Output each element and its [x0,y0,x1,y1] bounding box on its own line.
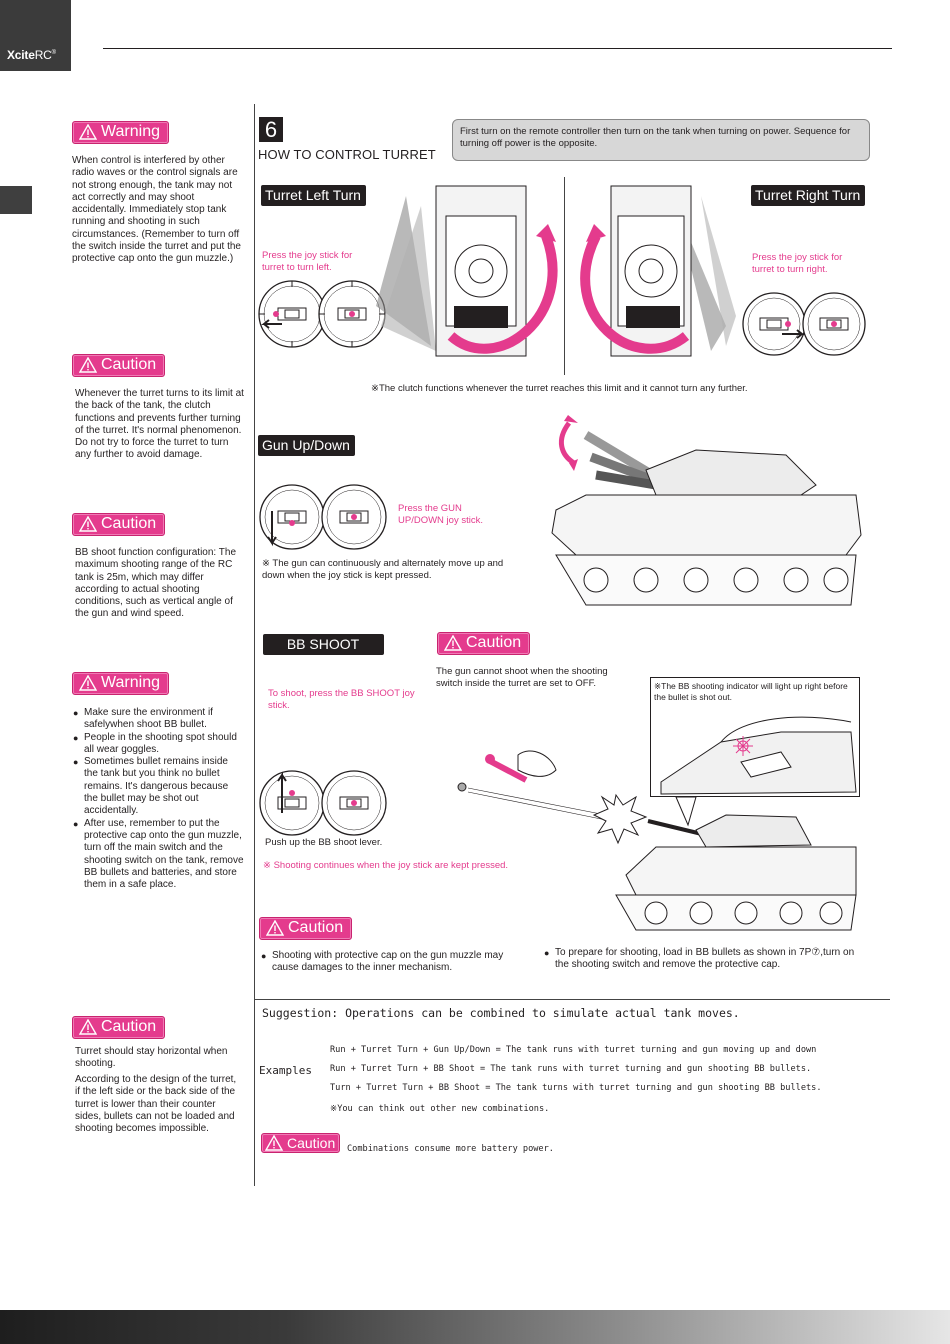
clutch-note: ※The clutch functions whenever the turre… [371,383,748,394]
caution-icon [79,516,97,532]
examples-label: Examples [259,1064,312,1077]
caution-icon [79,1019,97,1035]
hand-loading-drawing [485,750,557,783]
turret-left-instruction: Press the joy stick for turret to turn l… [262,250,353,273]
callout-pointer [675,796,697,827]
bb-bullet-trail [457,782,607,821]
list-item: Shooting with protective cap on the gun … [261,950,517,975]
combinations-note: ※You can think out other new combination… [330,1104,550,1114]
loading-caution-list: To prepare for shooting, load in BB bull… [544,947,865,972]
caution-icon [266,920,284,936]
joystick-left-icon [259,484,325,550]
gun-updown-label: Gun Up/Down [258,435,355,456]
caution-text: According to the design of the turret, i… [75,1074,237,1135]
side-tab-marker [0,186,32,214]
turret-closeup-drawing [660,716,857,795]
muzzle-flash-icon [592,793,648,845]
joystick-left-icon [258,280,326,348]
warning-badge: Warning [72,121,169,144]
turret-left-label: Turret Left Turn [261,185,366,206]
example-item: Turn + Turret Turn + BB Shoot = The tank… [330,1083,822,1093]
caution-text: Whenever the turret turns to its limit a… [75,388,244,461]
shooting-continues-text: ※ Shooting continues when the joy stick … [263,860,509,871]
turret-illustration [258,185,866,357]
caution-badge: Caution [72,513,166,536]
turret-left-turn-drawing [376,185,558,357]
joystick-left-icon [742,292,806,356]
list-item: After use, remember to put the protectiv… [73,818,244,892]
joystick-right-icon [318,280,386,348]
joystick-right-icon [321,770,387,836]
turret-right-instruction: Press the joy stick for turret to turn r… [752,252,843,275]
turret-right-label: Turret Right Turn [751,185,866,206]
gun-updown-instruction: Press the GUN UP/DOWN joy stick. [398,503,483,526]
caution-icon [265,1135,283,1151]
bb-shoot-instruction: To shoot, press the BB SHOOT joy stick. [268,688,415,711]
tank-side-drawing [551,415,862,606]
gun-illustration [259,415,862,606]
list-item: Make sure the environment if safelywhen … [73,707,244,732]
power-sequence-note: First turn on the remote controller then… [452,119,870,161]
brand-logo-box [0,0,71,71]
example-item: Run + Turret Turn + BB Shoot = The tank … [330,1064,812,1074]
list-item: To prepare for shooting, load in BB bull… [544,947,865,972]
list-item: Sometimes bullet remains inside the tank… [73,756,244,817]
caution-badge: Caution [437,632,531,655]
caution-icon [79,357,97,373]
indicator-inset: ※The BB shooting indicator will light up… [650,677,860,797]
joystick-right-icon [802,292,866,356]
cap-caution-list: Shooting with protective cap on the gun … [261,950,517,975]
gun-updown-note: ※ The gun can continuously and alternate… [262,558,504,581]
warning-icon [79,675,97,691]
shooting-switch-caution: The gun cannot shoot when the shooting s… [436,666,608,689]
joystick-right-icon [321,484,387,550]
header-rule [103,48,892,49]
joystick-left-icon [259,770,325,836]
caution-badge: Caution [261,1133,341,1153]
section-title: HOW TO CONTROL TURRET [258,147,436,162]
step-number: 6 [259,117,283,142]
warning-badge: Warning [72,672,169,695]
warning-text: When control is interfered by other radi… [72,155,241,265]
suggestion-title: Suggestion: Operations can be combined t… [262,1006,740,1020]
caution-text: Turret should stay horizontal when shoot… [75,1046,228,1070]
turret-divider [564,177,565,375]
tank-firing-drawing [615,814,857,931]
warning-list: Make sure the environment if safelywhen … [73,707,244,892]
suggestion-rule [255,999,890,1000]
caution-icon [444,635,462,651]
indicator-light-icon [733,736,753,756]
push-lever-text: Push up the BB shoot lever. [265,837,383,848]
caution-badge: Caution [72,1016,166,1039]
bb-shoot-illustration [259,750,857,931]
example-item: Run + Turret Turn + Gun Up/Down = The ta… [330,1045,817,1055]
footer-bar [0,1310,950,1344]
column-divider [254,104,255,1186]
warning-icon [79,124,97,140]
list-item: People in the shooting spot should all w… [73,732,244,757]
indicator-note: ※The BB shooting indicator will light up… [654,681,848,702]
battery-caution-text: Combinations consume more battery power. [347,1144,554,1154]
caution-badge: Caution [259,917,353,940]
caution-text: BB shoot function configuration: The max… [75,547,237,620]
brand-logo: XciteRC® [7,48,56,62]
turret-right-turn-drawing [580,185,736,357]
caution-badge: Caution [72,354,166,377]
bb-shoot-label: BB SHOOT [263,634,384,655]
